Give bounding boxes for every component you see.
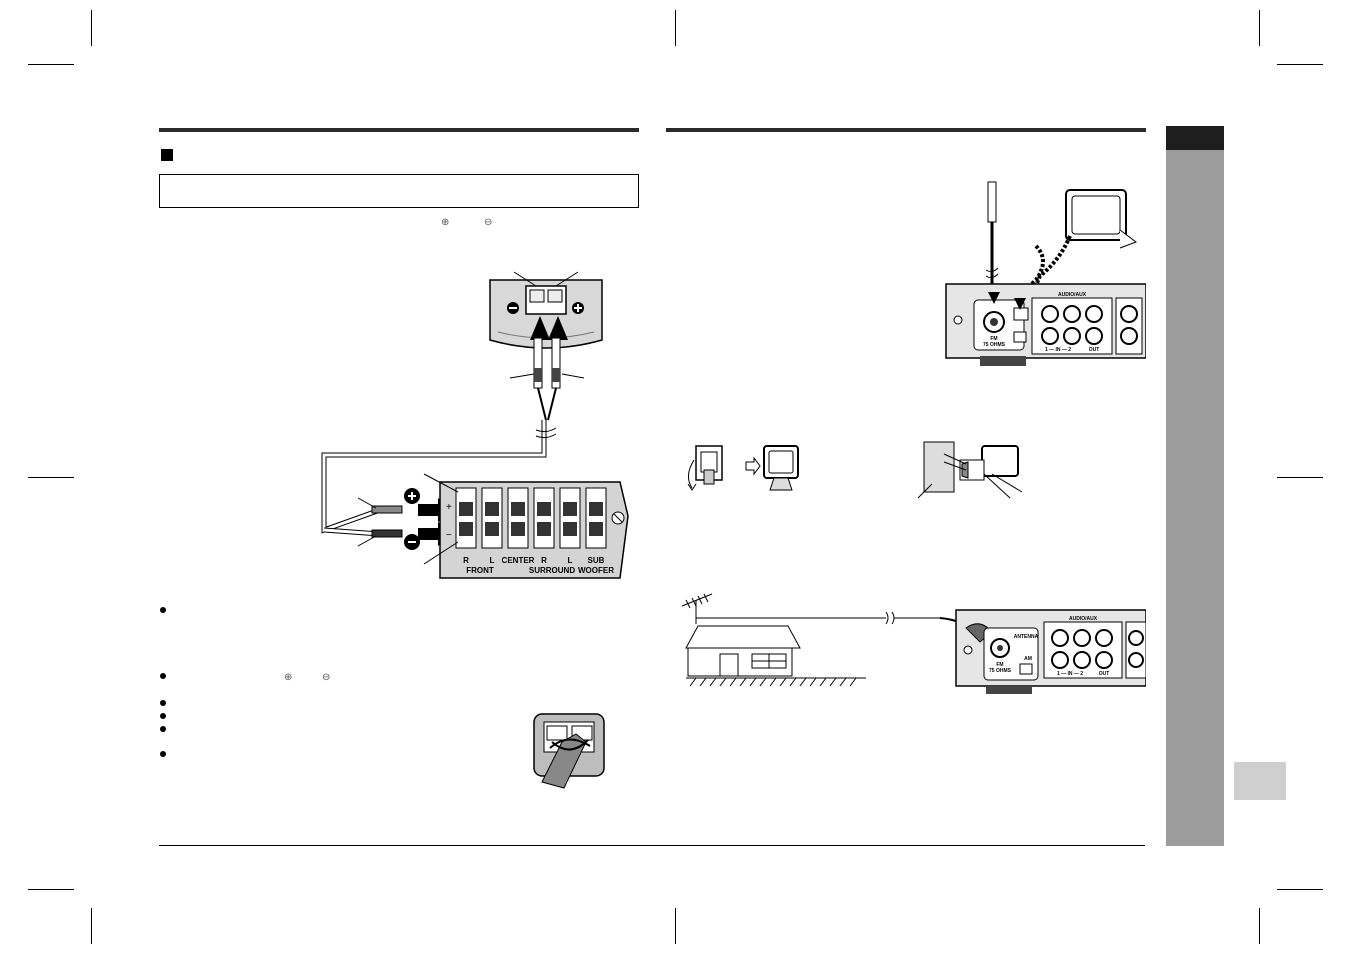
group-label: WOOFER bbox=[578, 566, 614, 575]
in-label: 1 — IN — 2 bbox=[1057, 671, 1083, 677]
section-side-bar-cap bbox=[1166, 126, 1224, 150]
out-label: OUT bbox=[1089, 347, 1100, 353]
channel-label: R bbox=[541, 556, 547, 565]
crop-mark bbox=[1277, 889, 1323, 890]
ohms-label: 75 OHMS bbox=[983, 342, 1006, 348]
crop-mark bbox=[675, 10, 676, 46]
channel-label: L bbox=[568, 556, 573, 565]
ohms-label: 75 OHMS bbox=[989, 668, 1012, 674]
note-bullet bbox=[160, 607, 166, 613]
terminal-minus-label: − bbox=[446, 530, 452, 541]
crop-mark bbox=[91, 10, 92, 46]
terminal-blocks bbox=[455, 487, 607, 549]
left-header-rule bbox=[159, 128, 639, 132]
note-bullet bbox=[160, 751, 166, 757]
footer-rule bbox=[159, 845, 1145, 846]
note-bullet bbox=[160, 726, 166, 732]
channel-label: R bbox=[463, 556, 469, 565]
note-bullet bbox=[160, 713, 166, 719]
crop-mark bbox=[28, 889, 74, 890]
crop-mark bbox=[675, 908, 676, 944]
audio-aux-label: AUDIO/AUX bbox=[1069, 616, 1098, 622]
in-label: 1 — IN — 2 bbox=[1045, 347, 1071, 353]
section-side-bar bbox=[1166, 126, 1224, 846]
antenna-rear-panel-diagram: FM 75 OHMS AUDIO/AUX 1 — IN — 2 OUT bbox=[945, 181, 1146, 366]
crop-mark bbox=[1277, 477, 1323, 478]
short-circuit-warning-illustration bbox=[533, 713, 605, 789]
right-header-rule bbox=[666, 128, 1146, 132]
fm-label: FM bbox=[990, 336, 997, 342]
minus-polarity-symbol: ⊖ bbox=[322, 672, 331, 683]
crop-mark bbox=[1259, 10, 1260, 46]
channel-label: L bbox=[490, 556, 495, 565]
note-bullet bbox=[160, 700, 166, 706]
plus-polarity-symbol: ⊕ bbox=[441, 217, 450, 228]
page-index-tab bbox=[1234, 762, 1286, 800]
outdoor-antenna-diagram: ANTENNA FM 75 OHMS AM AUDIO/AUX 1 — IN —… bbox=[681, 593, 1146, 694]
terminal-plus-label: + bbox=[446, 502, 452, 513]
crop-mark bbox=[28, 477, 74, 478]
speaker-connection-diagram: + − R L CENTER R L SUB FRONT SURROUND WO… bbox=[321, 271, 629, 579]
note-bullet bbox=[160, 673, 166, 679]
am-loop-wall-mount-illustration bbox=[918, 441, 1023, 499]
section-square-marker bbox=[161, 149, 173, 161]
crop-mark bbox=[1277, 64, 1323, 65]
minus-polarity-symbol: ⊖ bbox=[484, 217, 493, 228]
out-label: OUT bbox=[1099, 671, 1110, 677]
channel-label: CENTER bbox=[502, 556, 535, 565]
notice-box bbox=[159, 174, 639, 208]
group-label: SURROUND bbox=[529, 566, 575, 575]
audio-aux-label: AUDIO/AUX bbox=[1058, 292, 1087, 298]
fm-label: FM bbox=[996, 662, 1003, 668]
am-label: AM bbox=[1024, 656, 1032, 662]
antenna-label: ANTENNA bbox=[1014, 634, 1039, 640]
group-label: FRONT bbox=[466, 566, 494, 575]
channel-label: SUB bbox=[588, 556, 605, 565]
crop-mark bbox=[91, 908, 92, 944]
plus-polarity-symbol: ⊕ bbox=[284, 672, 293, 683]
crop-mark bbox=[1259, 908, 1260, 944]
am-loop-assembly-illustration bbox=[687, 445, 799, 491]
crop-mark bbox=[28, 64, 74, 65]
